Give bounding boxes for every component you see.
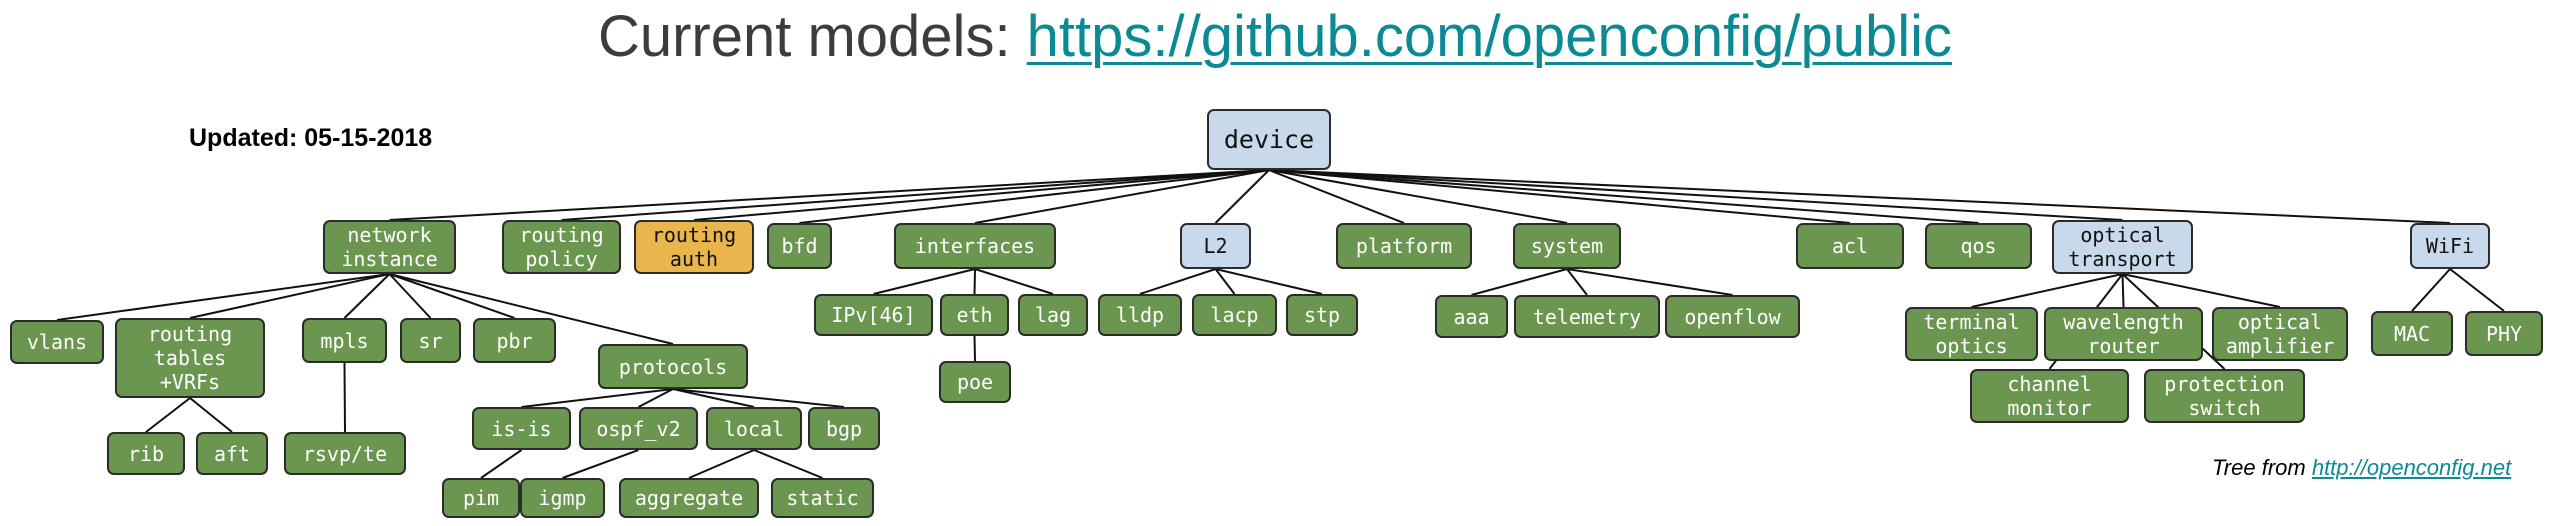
node-network-instance[interactable]: network instance <box>323 220 456 274</box>
edge-device-interfaces <box>974 169 1270 224</box>
edge-protocols-bgp <box>672 388 845 408</box>
node-is-is[interactable]: is-is <box>472 407 571 450</box>
edge-interfaces-ipv46 <box>873 268 976 295</box>
node-routing-policy[interactable]: routing policy <box>502 220 621 274</box>
edge-routing_tables-rib <box>145 397 191 433</box>
node-bfd[interactable]: bfd <box>767 223 832 269</box>
edge-network_instance-protocols <box>389 273 674 345</box>
node-aggregate[interactable]: aggregate <box>619 478 759 518</box>
edge-device-platform <box>1268 169 1405 224</box>
node-pbr[interactable]: pbr <box>473 318 556 363</box>
node-lag[interactable]: lag <box>1018 294 1088 336</box>
node-aft[interactable]: aft <box>196 432 268 475</box>
edge-optical_transport-terminal_optics <box>1971 273 2123 308</box>
node-wifi[interactable]: WiFi <box>2410 223 2490 269</box>
node-rsvp-te[interactable]: rsvp/te <box>284 432 406 475</box>
edge-interfaces-lag <box>974 268 1054 295</box>
edge-network_instance-pbr <box>389 273 515 319</box>
node-ospf-v2[interactable]: ospf_v2 <box>579 407 698 450</box>
edge-l2-stp <box>1215 268 1323 295</box>
node-protection-switch[interactable]: protection switch <box>2144 369 2305 423</box>
node-bgp[interactable]: bgp <box>808 407 880 450</box>
node-mac[interactable]: MAC <box>2371 311 2453 356</box>
node-rib[interactable]: rib <box>107 432 185 475</box>
edge-is_is-pim <box>480 449 523 479</box>
node-acl[interactable]: acl <box>1796 223 1904 269</box>
title-prefix: Current models: <box>597 4 1027 69</box>
node-protocols[interactable]: protocols <box>598 344 748 389</box>
edge-wifi-phy <box>2449 268 2505 312</box>
updated-date: Updated: 05-15-2018 <box>189 124 433 152</box>
edge-local-static <box>753 449 823 479</box>
edge-device-system <box>1268 169 1568 224</box>
edge-wifi-mac <box>2411 268 2451 312</box>
node-channel-monitor[interactable]: channel monitor <box>1970 369 2129 423</box>
node-lldp[interactable]: lldp <box>1098 294 1182 336</box>
node-optical-amplifier[interactable]: optical amplifier <box>2212 307 2348 361</box>
edge-local-aggregate <box>688 449 755 479</box>
edge-mpls-rsvp_te <box>343 362 346 433</box>
edge-system-telemetry <box>1566 268 1588 296</box>
edge-l2-lldp <box>1139 268 1216 295</box>
edge-system-openflow <box>1566 268 1733 296</box>
edge-protocols-is_is <box>521 388 674 408</box>
node-phy[interactable]: PHY <box>2465 311 2543 356</box>
repo-link[interactable]: https://github.com/openconfig/public <box>1026 4 1953 69</box>
edge-network_instance-mpls <box>343 273 391 319</box>
node-openflow[interactable]: openflow <box>1665 295 1800 338</box>
node-system[interactable]: system <box>1513 223 1621 269</box>
edge-device-network_instance <box>389 169 1270 221</box>
node-static[interactable]: static <box>771 478 874 518</box>
edge-device-qos <box>1268 169 1979 224</box>
edge-routing_tables-aft <box>189 397 233 433</box>
openconfig-link[interactable]: http://openconfig.net <box>2311 455 2512 480</box>
node-telemetry[interactable]: telemetry <box>1514 295 1660 338</box>
node-qos[interactable]: qos <box>1925 223 2032 269</box>
credit-note: Tree from http://openconfig.net <box>2212 455 2511 481</box>
node-mpls[interactable]: mpls <box>302 318 387 363</box>
credit-prefix: Tree from <box>2212 455 2312 480</box>
node-ipv46[interactable]: IPv[46] <box>814 294 933 336</box>
edge-network_instance-routing_tables <box>189 273 390 319</box>
edge-device-optical_transport <box>1268 169 2123 221</box>
node-platform[interactable]: platform <box>1336 223 1472 269</box>
edge-device-l2 <box>1214 169 1270 224</box>
node-interfaces[interactable]: interfaces <box>894 223 1056 269</box>
edge-interfaces-eth <box>973 268 976 295</box>
node-aaa[interactable]: aaa <box>1435 295 1508 338</box>
edge-optical_transport-optical_amplifier <box>2122 273 2281 308</box>
edge-protocols-local <box>672 388 755 408</box>
page-title: Current models: https://github.com/openc… <box>0 2 2550 72</box>
node-vlans[interactable]: vlans <box>10 320 104 364</box>
node-stp[interactable]: stp <box>1286 294 1358 336</box>
edge-device-routing_policy <box>561 169 1270 221</box>
node-eth[interactable]: eth <box>940 294 1009 336</box>
node-wavelength-router[interactable]: wavelength router <box>2044 307 2203 361</box>
node-routing-tables[interactable]: routing tables +VRFs <box>115 318 265 398</box>
node-sr[interactable]: sr <box>400 318 461 363</box>
edge-protocols-ospf_v2 <box>638 388 674 408</box>
edge-system-aaa <box>1471 268 1568 296</box>
node-local[interactable]: local <box>706 407 802 450</box>
edge-ospf_v2-igmp <box>562 449 639 479</box>
node-routing-auth[interactable]: routing auth <box>634 220 754 274</box>
edge-device-bfd <box>799 169 1270 224</box>
edge-device-routing_auth <box>693 169 1270 221</box>
node-terminal-optics[interactable]: terminal optics <box>1905 307 2038 361</box>
edge-network_instance-sr <box>388 273 432 319</box>
node-l2[interactable]: L2 <box>1180 223 1251 269</box>
edge-device-wifi <box>1268 169 2451 224</box>
node-lacp[interactable]: lacp <box>1192 294 1277 336</box>
node-pim[interactable]: pim <box>442 478 520 518</box>
edge-device-acl <box>1268 169 1851 224</box>
node-device[interactable]: device <box>1207 109 1331 170</box>
node-igmp[interactable]: igmp <box>520 478 605 518</box>
node-optical-transport[interactable]: optical transport <box>2052 220 2193 274</box>
node-poe[interactable]: poe <box>939 361 1011 403</box>
edge-l2-lacp <box>1214 268 1236 295</box>
edge-optical_transport-wavelength_router <box>2121 273 2125 308</box>
edge-eth-poe <box>973 335 976 362</box>
edge-network_instance-vlans <box>56 273 390 321</box>
